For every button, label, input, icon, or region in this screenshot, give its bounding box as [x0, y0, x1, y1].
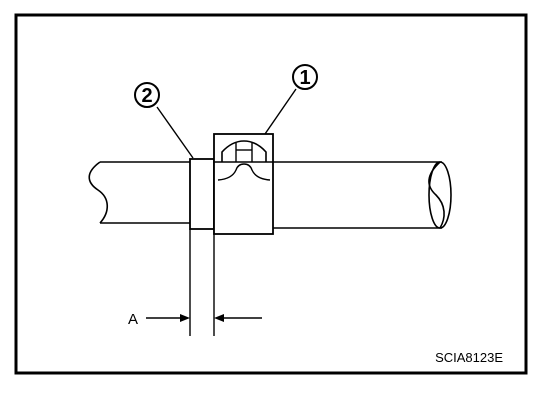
- dimension-a-label: A: [128, 311, 138, 328]
- callout-1-leader: [264, 88, 297, 135]
- figure-code: SCIA8123E: [435, 350, 503, 365]
- callout-1-label: 1: [299, 67, 310, 89]
- callout-2-leader: [156, 106, 194, 159]
- part-2-collar: [189, 158, 215, 336]
- dimension-a: A: [128, 311, 262, 328]
- dimension-arrow-left-icon: [214, 314, 224, 322]
- shaft-left-break-icon: [88, 161, 109, 224]
- callout-2-label: 2: [141, 85, 152, 107]
- dimension-arrow-right-icon: [180, 314, 190, 322]
- part-1-clamp: [213, 133, 274, 235]
- shaft-left: [88, 161, 190, 224]
- callout-2: 2: [134, 82, 160, 108]
- callout-1: 1: [292, 64, 318, 90]
- shaft-right: [273, 161, 452, 229]
- figure-border: [14, 13, 528, 375]
